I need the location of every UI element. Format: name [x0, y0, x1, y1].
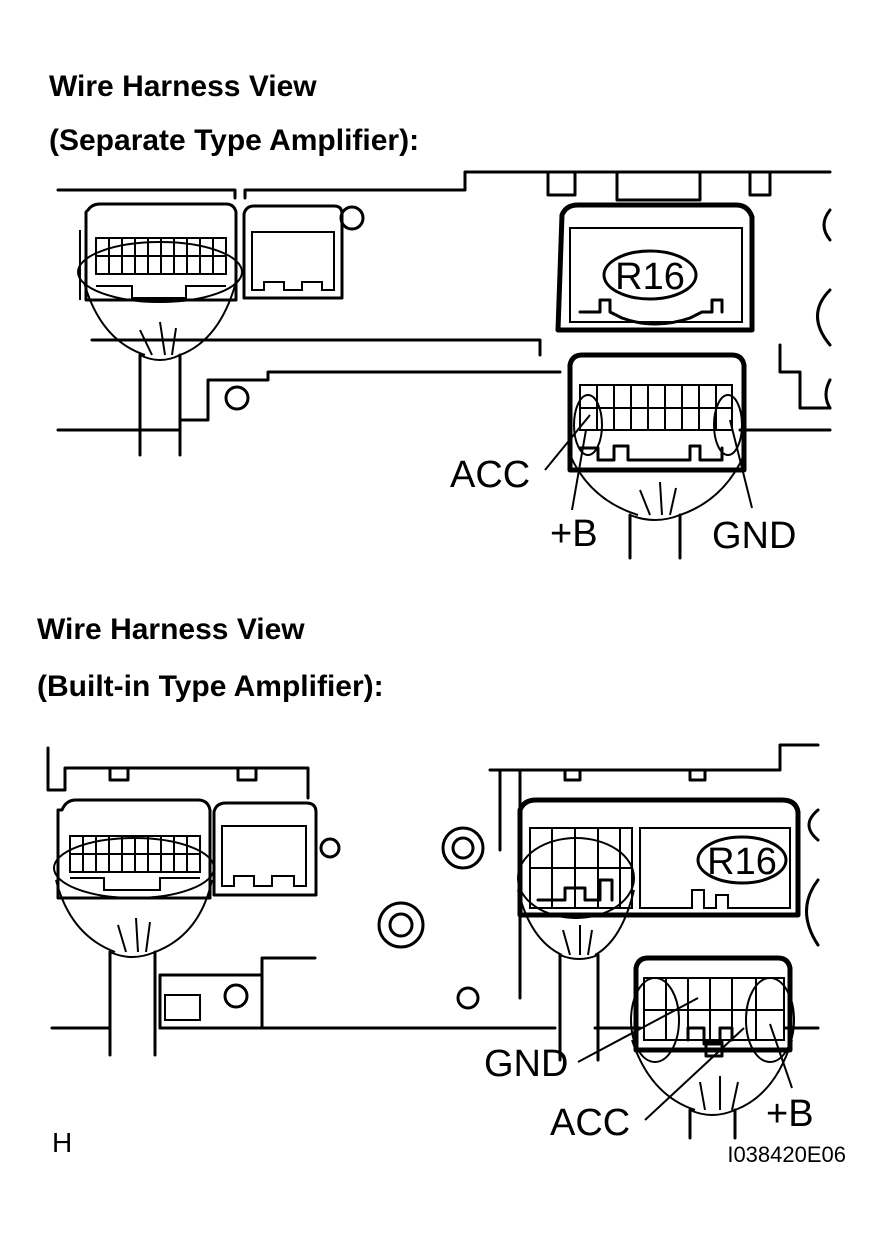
small-connector — [242, 204, 344, 300]
left-connector-20pin-builtin — [53, 798, 215, 1057]
acc-label-separate: ACC — [450, 454, 530, 496]
section-1-title: Wire Harness View — [49, 70, 317, 103]
built-in-amplifier-unit: R16 GND ACC +B — [46, 743, 820, 1144]
acc-leader-2 — [644, 1027, 745, 1121]
plus-b-label-separate: +B — [550, 513, 598, 555]
r16-connector-block: R16 — [517, 797, 801, 1062]
figure-code: I038420E06 — [727, 1142, 846, 1167]
separate-amplifier-unit: R16 ACC +B GND — [56, 170, 832, 560]
corner-mark: H — [52, 1127, 72, 1158]
section-2-title: Wire Harness View — [37, 613, 305, 646]
r16-label-builtin: R16 — [707, 841, 777, 883]
section-2-subtitle: (Built-in Type Amplifier): — [37, 670, 384, 703]
plus-b-label-builtin: +B — [766, 1093, 814, 1135]
plus-b-leader-2 — [769, 1023, 793, 1089]
plus-b-leader-1 — [571, 429, 587, 511]
left-connector-20pin — [77, 202, 243, 457]
r16-connector-top: R16 — [555, 202, 755, 333]
gnd-leader-1 — [729, 419, 753, 509]
r16-label-separate: R16 — [615, 256, 685, 298]
gnd-label-separate: GND — [712, 515, 796, 557]
acc-leader-1 — [544, 414, 591, 471]
amplifier-power-connector — [567, 352, 747, 560]
gnd-leader-2 — [577, 997, 699, 1063]
amplifier-power-connector-builtin — [630, 955, 795, 1140]
small-connector-builtin — [212, 801, 318, 897]
gnd-label-builtin: GND — [484, 1043, 568, 1085]
section-1-subtitle: (Separate Type Amplifier): — [49, 124, 420, 157]
acc-label-builtin: ACC — [550, 1102, 630, 1144]
